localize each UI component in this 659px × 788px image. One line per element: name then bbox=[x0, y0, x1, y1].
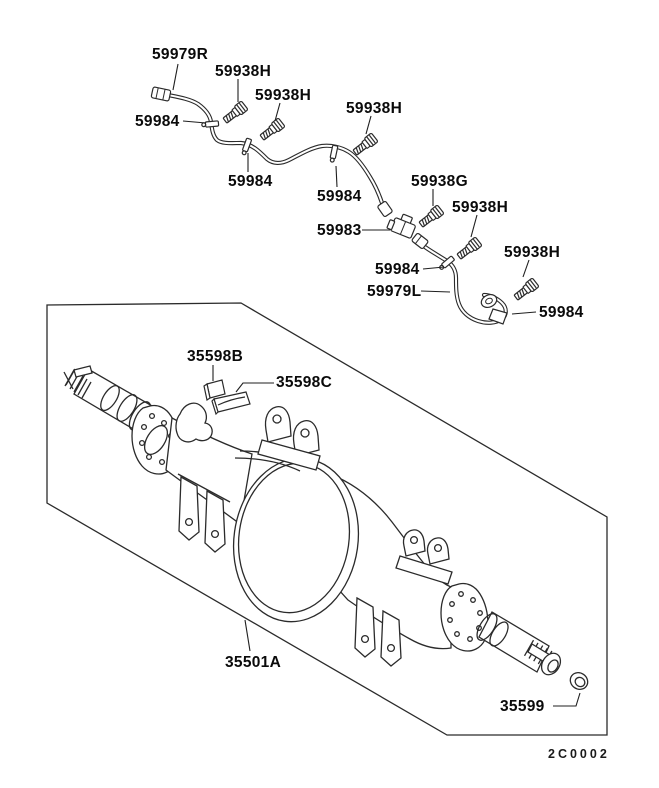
leader-59938H-2 bbox=[274, 102, 281, 122]
callout-59938H-5: 59938H bbox=[504, 244, 560, 261]
bolt-59938H-icon bbox=[257, 117, 286, 143]
leader-59984-1 bbox=[182, 120, 207, 124]
leader-35599 bbox=[553, 692, 581, 707]
callout-59938G: 59938G bbox=[411, 173, 468, 190]
callout-59984-3: 59984 bbox=[317, 188, 362, 205]
axle-wing-bracket-right bbox=[395, 529, 453, 585]
callout-35598C: 35598C bbox=[276, 374, 332, 391]
axle-shock-bracket-left bbox=[177, 473, 231, 553]
callout-59938H-4: 59938H bbox=[452, 199, 508, 216]
leader-59984-4 bbox=[422, 266, 445, 270]
bolt-59938H-icon bbox=[220, 100, 249, 126]
flare-nut-icon bbox=[150, 86, 172, 102]
axle-differential-bell bbox=[232, 450, 360, 623]
pipe-junction-59983-drawing bbox=[377, 200, 416, 239]
pipe-clamp-icon bbox=[201, 120, 220, 129]
leader-59938H-3 bbox=[365, 115, 372, 135]
flare-nut-icon bbox=[411, 232, 429, 250]
leader-35501A bbox=[244, 619, 251, 652]
callout-59984-2: 59984 bbox=[228, 173, 273, 190]
callout-59984-4: 59984 bbox=[375, 261, 420, 278]
axle-spring-seat-mid bbox=[257, 406, 321, 471]
callout-35599: 35599 bbox=[500, 698, 545, 715]
callout-59938H-1: 59938H bbox=[215, 63, 271, 80]
diagram-frame bbox=[46, 302, 608, 736]
drawing-code: 2C0002 bbox=[548, 747, 610, 761]
axle-right-flange bbox=[440, 582, 489, 652]
leader-35598C bbox=[235, 382, 274, 393]
brake-pipe-left-drawing bbox=[411, 232, 508, 325]
cap-35599-drawing bbox=[569, 672, 589, 690]
leader-59938H-4 bbox=[470, 214, 478, 238]
callout-59938H-2: 59938H bbox=[255, 87, 311, 104]
callout-59984-1: 59984 bbox=[135, 113, 180, 130]
leader-59979L bbox=[420, 290, 451, 293]
callout-59983: 59983 bbox=[317, 222, 362, 239]
bolt-59938H-icon bbox=[511, 277, 540, 303]
pad-35598B-drawing bbox=[203, 379, 226, 401]
bolt-59938H-icon bbox=[350, 132, 379, 158]
leader-59984-5 bbox=[511, 311, 537, 315]
pad-35598C-drawing bbox=[211, 391, 251, 416]
callout-59984-5: 59984 bbox=[539, 304, 584, 321]
callout-35501A: 35501A bbox=[225, 654, 281, 671]
callout-35598B: 35598B bbox=[187, 348, 243, 365]
brake-pipe-right-drawing bbox=[150, 86, 385, 206]
leader-59938H-5 bbox=[522, 259, 530, 278]
axle-spring-seat-left bbox=[175, 402, 213, 443]
bolt-59938H-icon bbox=[454, 236, 483, 262]
axle-shock-bracket-mid bbox=[354, 596, 402, 667]
leader-lines bbox=[172, 63, 581, 707]
callout-59979L: 59979L bbox=[367, 283, 421, 300]
hose-grommet-icon bbox=[480, 293, 498, 309]
axle-housing-drawing bbox=[63, 365, 589, 690]
callout-59979R: 59979R bbox=[152, 46, 208, 63]
bolt-59938G-icon bbox=[416, 204, 445, 230]
callout-59938H-3: 59938H bbox=[346, 100, 402, 117]
axle-right-shaft bbox=[476, 611, 562, 676]
leader-59979R bbox=[172, 63, 179, 91]
leader-59984-3 bbox=[335, 165, 338, 188]
callout-labels: 59979R 59938H 59938H 59938H 59984 59938G… bbox=[135, 46, 584, 715]
hose-bracket-icon bbox=[488, 308, 508, 325]
